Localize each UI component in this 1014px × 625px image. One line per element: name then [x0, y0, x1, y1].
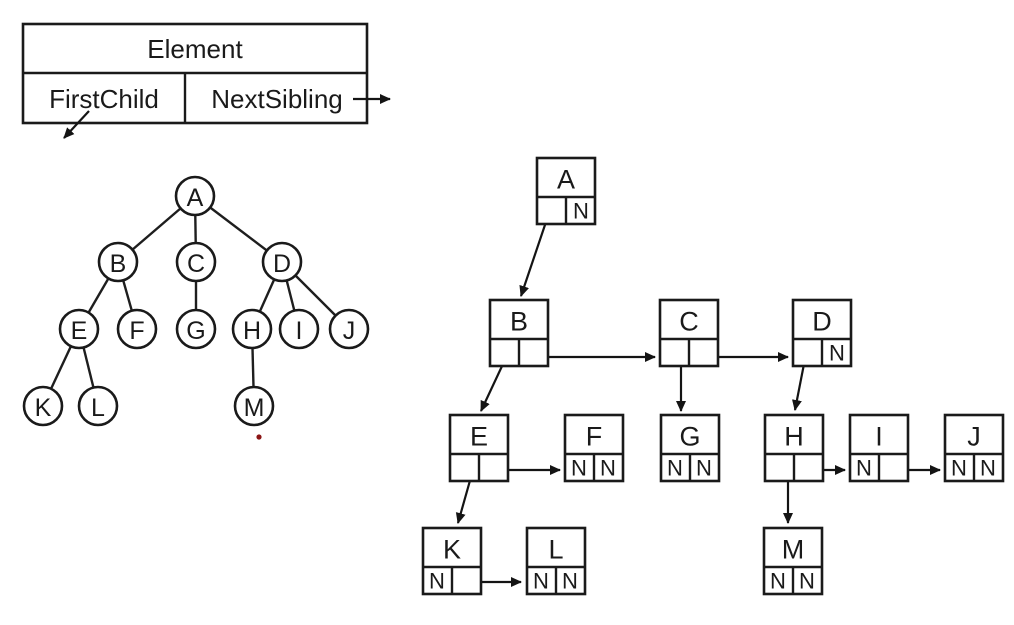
tree-node-label: J: [343, 317, 356, 345]
tree-node-circle: [328, 308, 370, 350]
node-nextsibling-null: N: [573, 199, 589, 224]
list-node-b: B: [488, 298, 550, 368]
tree-node-label: K: [35, 394, 52, 422]
node-nextsibling-null: N: [799, 569, 815, 594]
list-node-i: I N: [848, 413, 910, 483]
list-node-j: J N N: [943, 413, 1005, 483]
tree-node-label: A: [187, 184, 204, 212]
legend-nextsibling-label: NextSibling: [211, 84, 343, 114]
node-nextsibling-null: N: [562, 569, 578, 594]
tree-edges: [41, 195, 350, 407]
node-label: A: [557, 164, 575, 194]
tree-node-i: I: [278, 308, 320, 350]
tree-node-label: B: [110, 250, 127, 278]
tree-node-circle: [231, 308, 273, 350]
list-node-d: D N: [791, 298, 853, 368]
node-label: M: [782, 534, 805, 564]
arrow-b-firstchild-to-e: [480, 363, 504, 412]
node-nextsibling-null: N: [696, 456, 712, 481]
node-firstchild-null: N: [667, 456, 683, 481]
tree-node-circle: [97, 241, 139, 283]
node-firstchild-null: N: [856, 456, 872, 481]
tree-node-circle: [233, 385, 275, 427]
tree-node-d: D: [261, 241, 303, 283]
tree-node-circle: [174, 175, 216, 217]
tree-node-j: J: [328, 308, 370, 350]
node-firstchild-null: N: [951, 456, 967, 481]
tree-node-label: M: [244, 394, 265, 422]
node-label: J: [967, 421, 981, 451]
tree-node-circle: [278, 308, 320, 350]
list-node-g: G N N: [659, 413, 721, 483]
node-label: K: [443, 534, 461, 564]
node-label: L: [548, 534, 563, 564]
list-node-m: M N N: [762, 526, 824, 596]
tree-node-circle: [77, 385, 119, 427]
node-firstchild-null: N: [533, 569, 549, 594]
node-label: E: [470, 421, 488, 451]
tree-node-label: E: [71, 317, 88, 345]
list-node-a: A N: [535, 156, 597, 226]
tree-node-label: I: [296, 317, 303, 345]
list-node-f: F N N: [563, 413, 625, 483]
tree-node-circle: [58, 308, 100, 350]
list-node-e: E: [448, 413, 510, 483]
node-label: F: [586, 421, 603, 451]
tree-node-circle: [175, 308, 217, 350]
tree-node-g: G: [175, 308, 217, 350]
tree-node-label: F: [129, 317, 144, 345]
tree-node-m: M: [233, 385, 275, 427]
legend-firstchild-label: FirstChild: [49, 84, 159, 114]
tree-node-f: F: [116, 308, 158, 350]
arrow-d-firstchild-to-h: [792, 363, 806, 411]
node-label: C: [679, 306, 699, 336]
tree-node-e: E: [58, 308, 100, 350]
legend-firstchild-arrow: [63, 110, 90, 139]
linked-structure-diagram: A N B C D N E: [421, 156, 1005, 596]
arrow-a-firstchild-to-b: [519, 215, 550, 297]
node-nextsibling-null: N: [980, 456, 996, 481]
element-struct-legend: Element FirstChild NextSibling: [21, 22, 391, 139]
node-firstchild-null: N: [770, 569, 786, 594]
arrow-e-firstchild-to-k: [455, 476, 473, 524]
tree-node-c: C: [175, 241, 217, 283]
tree-node-label: H: [243, 317, 261, 345]
list-node-h: H: [763, 413, 825, 483]
tree-node-circle: [261, 241, 303, 283]
tree-node-k: K: [22, 385, 64, 427]
red-dot-artifact: [256, 434, 262, 440]
tree-node-label: C: [187, 250, 205, 278]
list-node-k: K N: [421, 526, 483, 596]
node-label: I: [875, 421, 883, 451]
tree-node-label: G: [186, 317, 205, 345]
node-label: D: [812, 306, 832, 336]
tree-diagram: A B C D E F G H: [22, 175, 370, 440]
node-firstchild-null: N: [429, 569, 445, 594]
node-firstchild-null: N: [571, 456, 587, 481]
tree-node-circle: [116, 308, 158, 350]
tree-node-label: D: [273, 250, 291, 278]
node-nextsibling-null: N: [829, 341, 845, 366]
list-node-l: L N N: [525, 526, 587, 596]
tree-node-a: A: [174, 175, 216, 217]
tree-node-circle: [175, 241, 217, 283]
tree-node-l: L: [77, 385, 119, 427]
node-label: G: [679, 421, 700, 451]
node-label: B: [510, 306, 528, 336]
tree-node-b: B: [97, 241, 139, 283]
tree-node-circle: [22, 385, 64, 427]
node-nextsibling-null: N: [600, 456, 616, 481]
node-label: H: [784, 421, 804, 451]
tree-node-label: L: [91, 394, 105, 422]
tree-node-h: H: [231, 308, 273, 350]
list-node-c: C: [658, 298, 720, 368]
legend-element-label: Element: [147, 34, 243, 64]
